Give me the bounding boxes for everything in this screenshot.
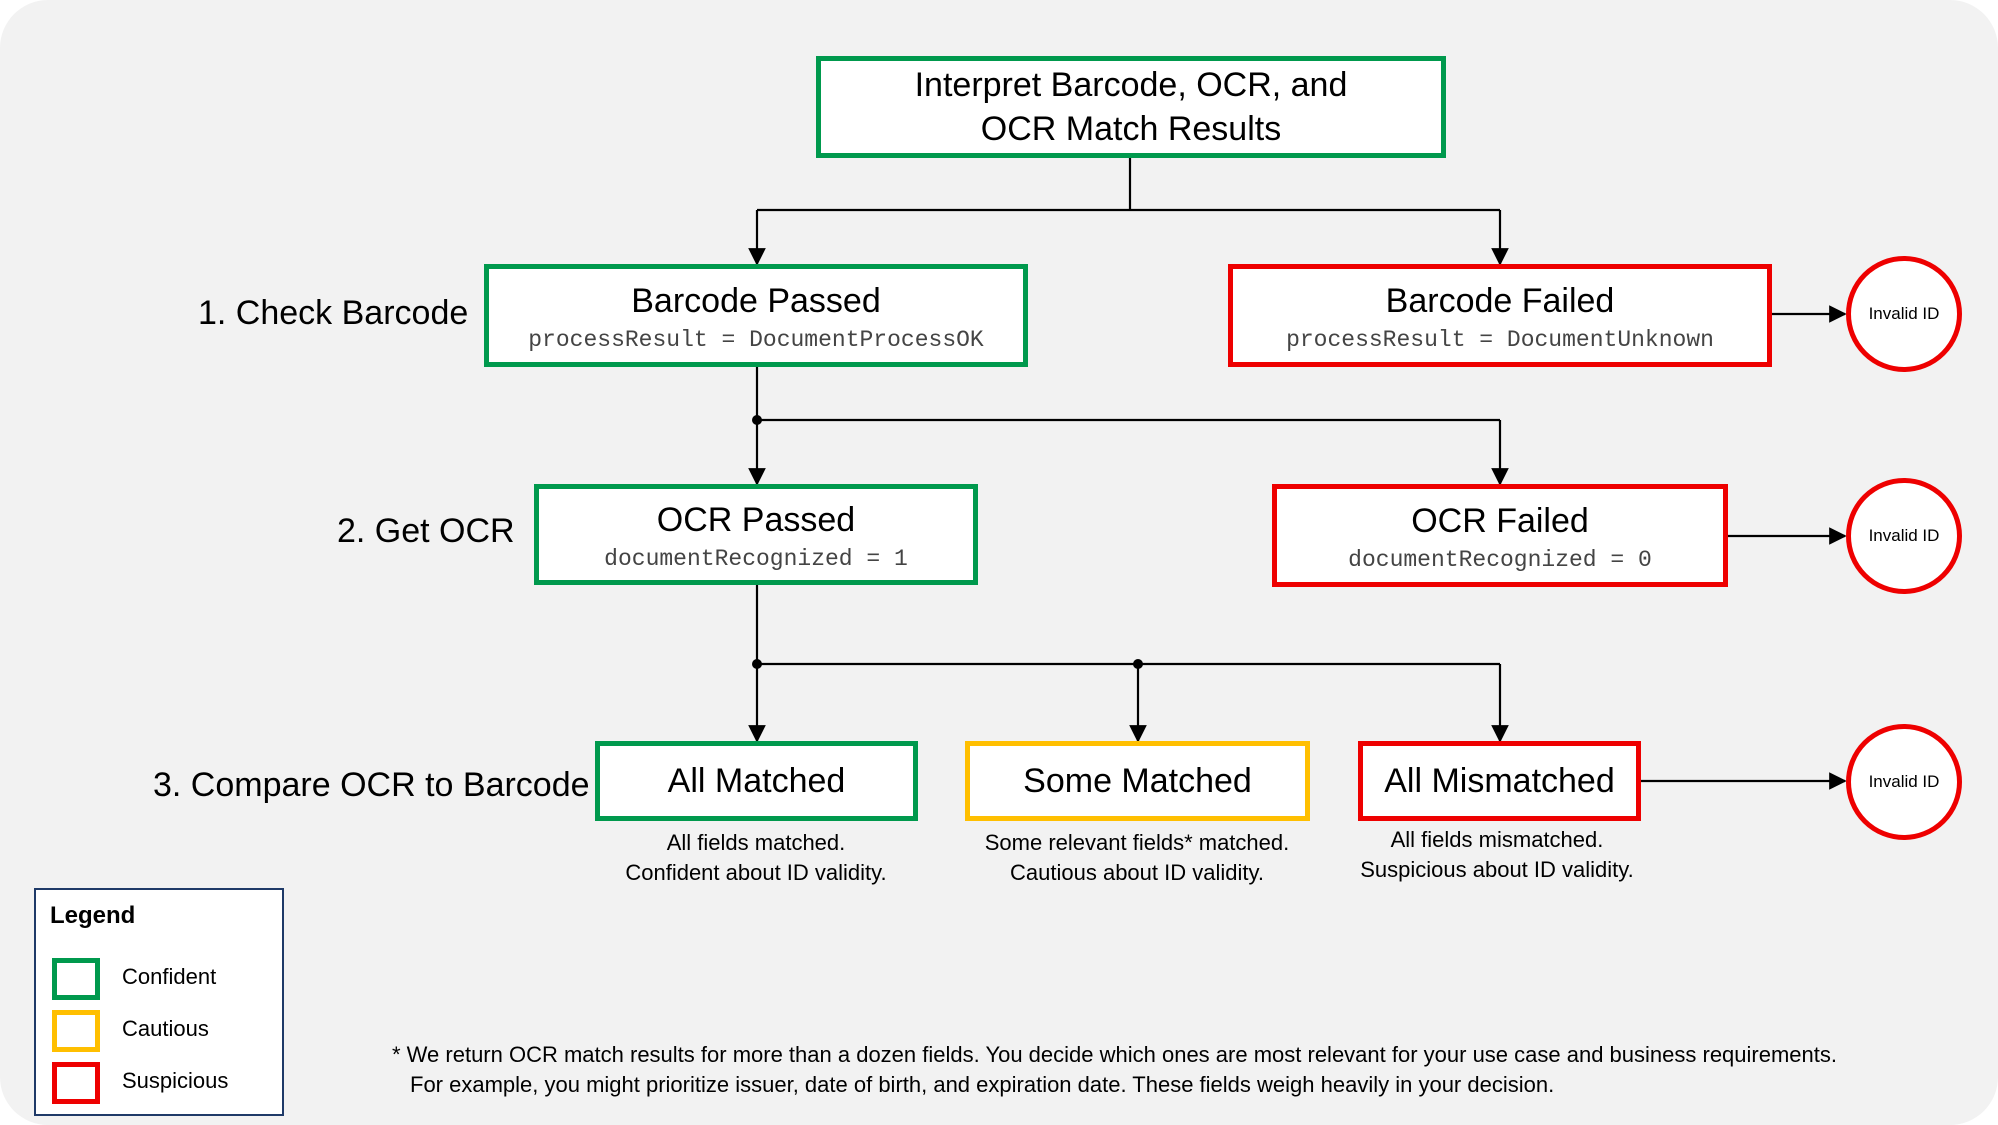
barcode-passed-title: Barcode Passed [631,281,881,320]
legend-swatch-cautious [52,1010,100,1052]
all-matched-caption: All fields matched. Confident about ID v… [566,828,946,888]
caption-line: All fields mismatched. [1390,827,1604,852]
barcode-failed-title: Barcode Failed [1385,281,1615,320]
invalid-id-circle-barcode: Invalid ID [1846,256,1962,372]
ocr-passed-code: documentRecognized = 1 [604,545,908,572]
junction-dot [752,659,762,669]
invalid-id-circle-mismatch: Invalid ID [1846,724,1962,840]
legend: Legend Confident Cautious Suspicious [34,888,284,1116]
step-label-get-ocr: 2. Get OCR [337,512,515,550]
caption-line: Some relevant fields* matched. [984,830,1290,855]
all-matched-title: All Matched [667,762,846,800]
caption-line: Suspicious about ID validity. [1360,857,1634,882]
barcode-passed-code: processResult = DocumentProcessOK [528,326,984,353]
caption-line: All fields matched. [666,830,846,855]
ocr-failed-title: OCR Failed [1411,501,1589,540]
root-box: Interpret Barcode, OCR, and OCR Match Re… [816,56,1446,158]
barcode-passed-box: Barcode Passed processResult = DocumentP… [484,264,1028,367]
root-title-line1: Interpret Barcode, OCR, and [914,66,1348,104]
connector-root-split [757,158,1500,212]
step-label-check-barcode: 1. Check Barcode [198,294,469,332]
footnote-line-2: For example, you might prioritize issuer… [410,1072,1555,1097]
ocr-passed-box: OCR Passed documentRecognized = 1 [534,484,978,585]
junction-dot [1133,659,1143,669]
ocr-failed-code: documentRecognized = 0 [1348,546,1652,573]
all-matched-box: All Matched [595,741,918,821]
root-title-line2: OCR Match Results [980,110,1282,148]
some-matched-caption: Some relevant fields* matched. Cautious … [947,828,1327,888]
legend-title: Legend [50,902,136,929]
all-mismatched-caption: All fields mismatched. Suspicious about … [1307,825,1687,885]
invalid-id-circle-ocr: Invalid ID [1846,478,1962,594]
some-matched-box: Some Matched [965,741,1310,821]
some-matched-title: Some Matched [1023,762,1252,800]
barcode-failed-code: processResult = DocumentUnknown [1286,326,1714,353]
legend-swatch-suspicious [52,1062,100,1104]
caption-line: Confident about ID validity. [625,860,887,885]
caption-line: Cautious about ID validity. [1010,860,1264,885]
junction-dot [752,415,762,425]
footnote-line-1: * We return OCR match results for more t… [392,1042,1837,1067]
legend-label: Suspicious [122,1068,229,1093]
legend-label: Confident [122,964,217,989]
footnote: * We return OCR match results for more t… [392,1040,1952,1100]
step-label-compare: 3. Compare OCR to Barcode [153,766,590,804]
all-mismatched-title: All Mismatched [1384,762,1615,800]
all-mismatched-box: All Mismatched [1358,741,1641,821]
connector-ocr-split [755,367,1500,422]
legend-swatch-confident [52,958,100,1000]
ocr-passed-title: OCR Passed [656,500,856,539]
ocr-failed-box: OCR Failed documentRecognized = 0 [1272,484,1728,587]
connector-match-split [755,585,1500,666]
barcode-failed-box: Barcode Failed processResult = DocumentU… [1228,264,1772,367]
legend-label: Cautious [122,1016,209,1041]
